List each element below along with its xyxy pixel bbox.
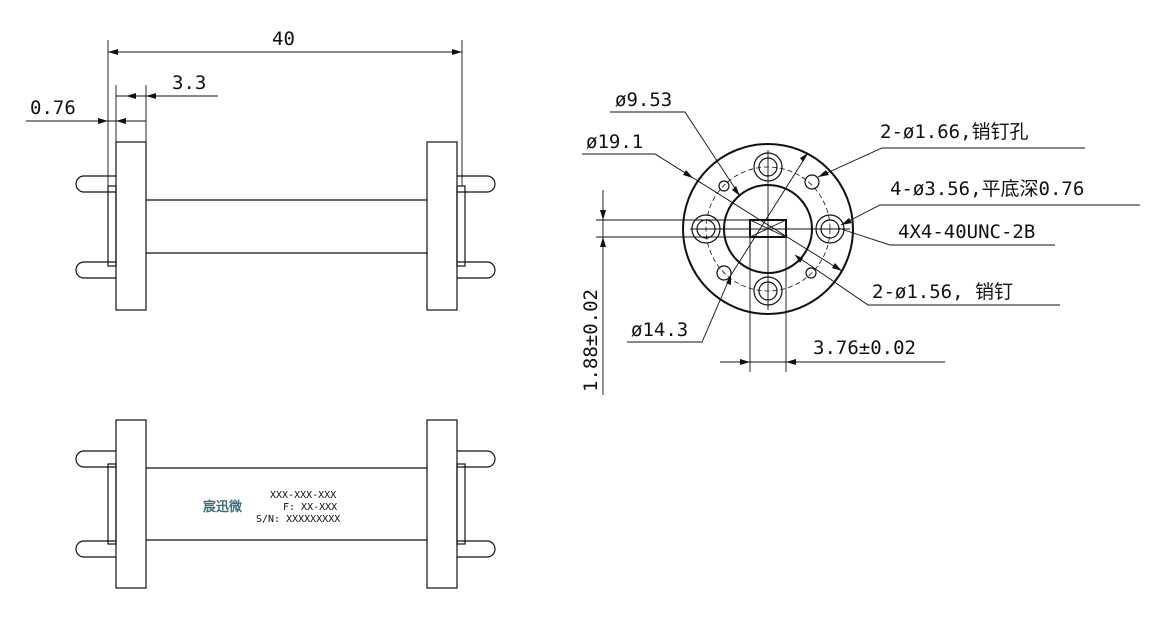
dim-thread: 4X4-40UNC-2B bbox=[898, 221, 1035, 243]
dim-screw-counterbore: 4-ø3.56,平底深0.76 bbox=[890, 178, 1084, 200]
right-flange-lip bbox=[456, 185, 466, 267]
dim-pins: 2-ø1.56, 销钉 bbox=[872, 281, 1013, 303]
dim-pin-offset: 0.76 bbox=[30, 97, 76, 119]
dim-length: 40 bbox=[272, 28, 295, 50]
dim-d-19-1: ø19.1 bbox=[586, 131, 643, 153]
flange-outer-circle bbox=[682, 143, 854, 315]
pin-right-upper bbox=[457, 175, 496, 193]
dim-pin-holes: 2-ø1.66,销钉孔 bbox=[880, 121, 1029, 143]
right-flange bbox=[426, 141, 458, 311]
pin-left-upper bbox=[75, 175, 116, 193]
dim-aperture-width: 3.76±0.02 bbox=[813, 337, 916, 359]
pin-hole-upper bbox=[804, 174, 820, 190]
dim-flange-thickness: 3.3 bbox=[172, 72, 206, 94]
dim-d-9-53: ø9.53 bbox=[615, 89, 672, 111]
left-flange-lip bbox=[107, 185, 117, 267]
pin-upper-left bbox=[718, 180, 730, 192]
pin-left-lower bbox=[75, 261, 116, 279]
left-flange bbox=[115, 141, 147, 311]
pin-lower-right bbox=[805, 267, 817, 279]
side-view-top: 40 3.3 0.76 bbox=[26, 28, 496, 311]
side-view-bottom: 宸迅微 XXX-XXX-XXX F: XX-XXX S/N: XXXXXXXXX bbox=[75, 419, 496, 589]
brand-logo: 宸迅微 bbox=[203, 499, 243, 515]
pin-hole-lower bbox=[716, 265, 732, 281]
dim-aperture-height: 1.88±0.02 bbox=[580, 289, 602, 392]
marking-serial: S/N: XXXXXXXXX bbox=[256, 514, 340, 525]
flange-face-view: 1.88±0.02 3.76±0.02 ø9.53 ø19.1 ø14.3 2-… bbox=[580, 89, 1140, 395]
marking-part-no: XXX-XXX-XXX bbox=[270, 490, 336, 501]
pin-right-lower bbox=[457, 261, 496, 279]
dim-d-14-3: ø14.3 bbox=[631, 319, 688, 341]
marking-frequency: F: XX-XXX bbox=[283, 502, 337, 513]
